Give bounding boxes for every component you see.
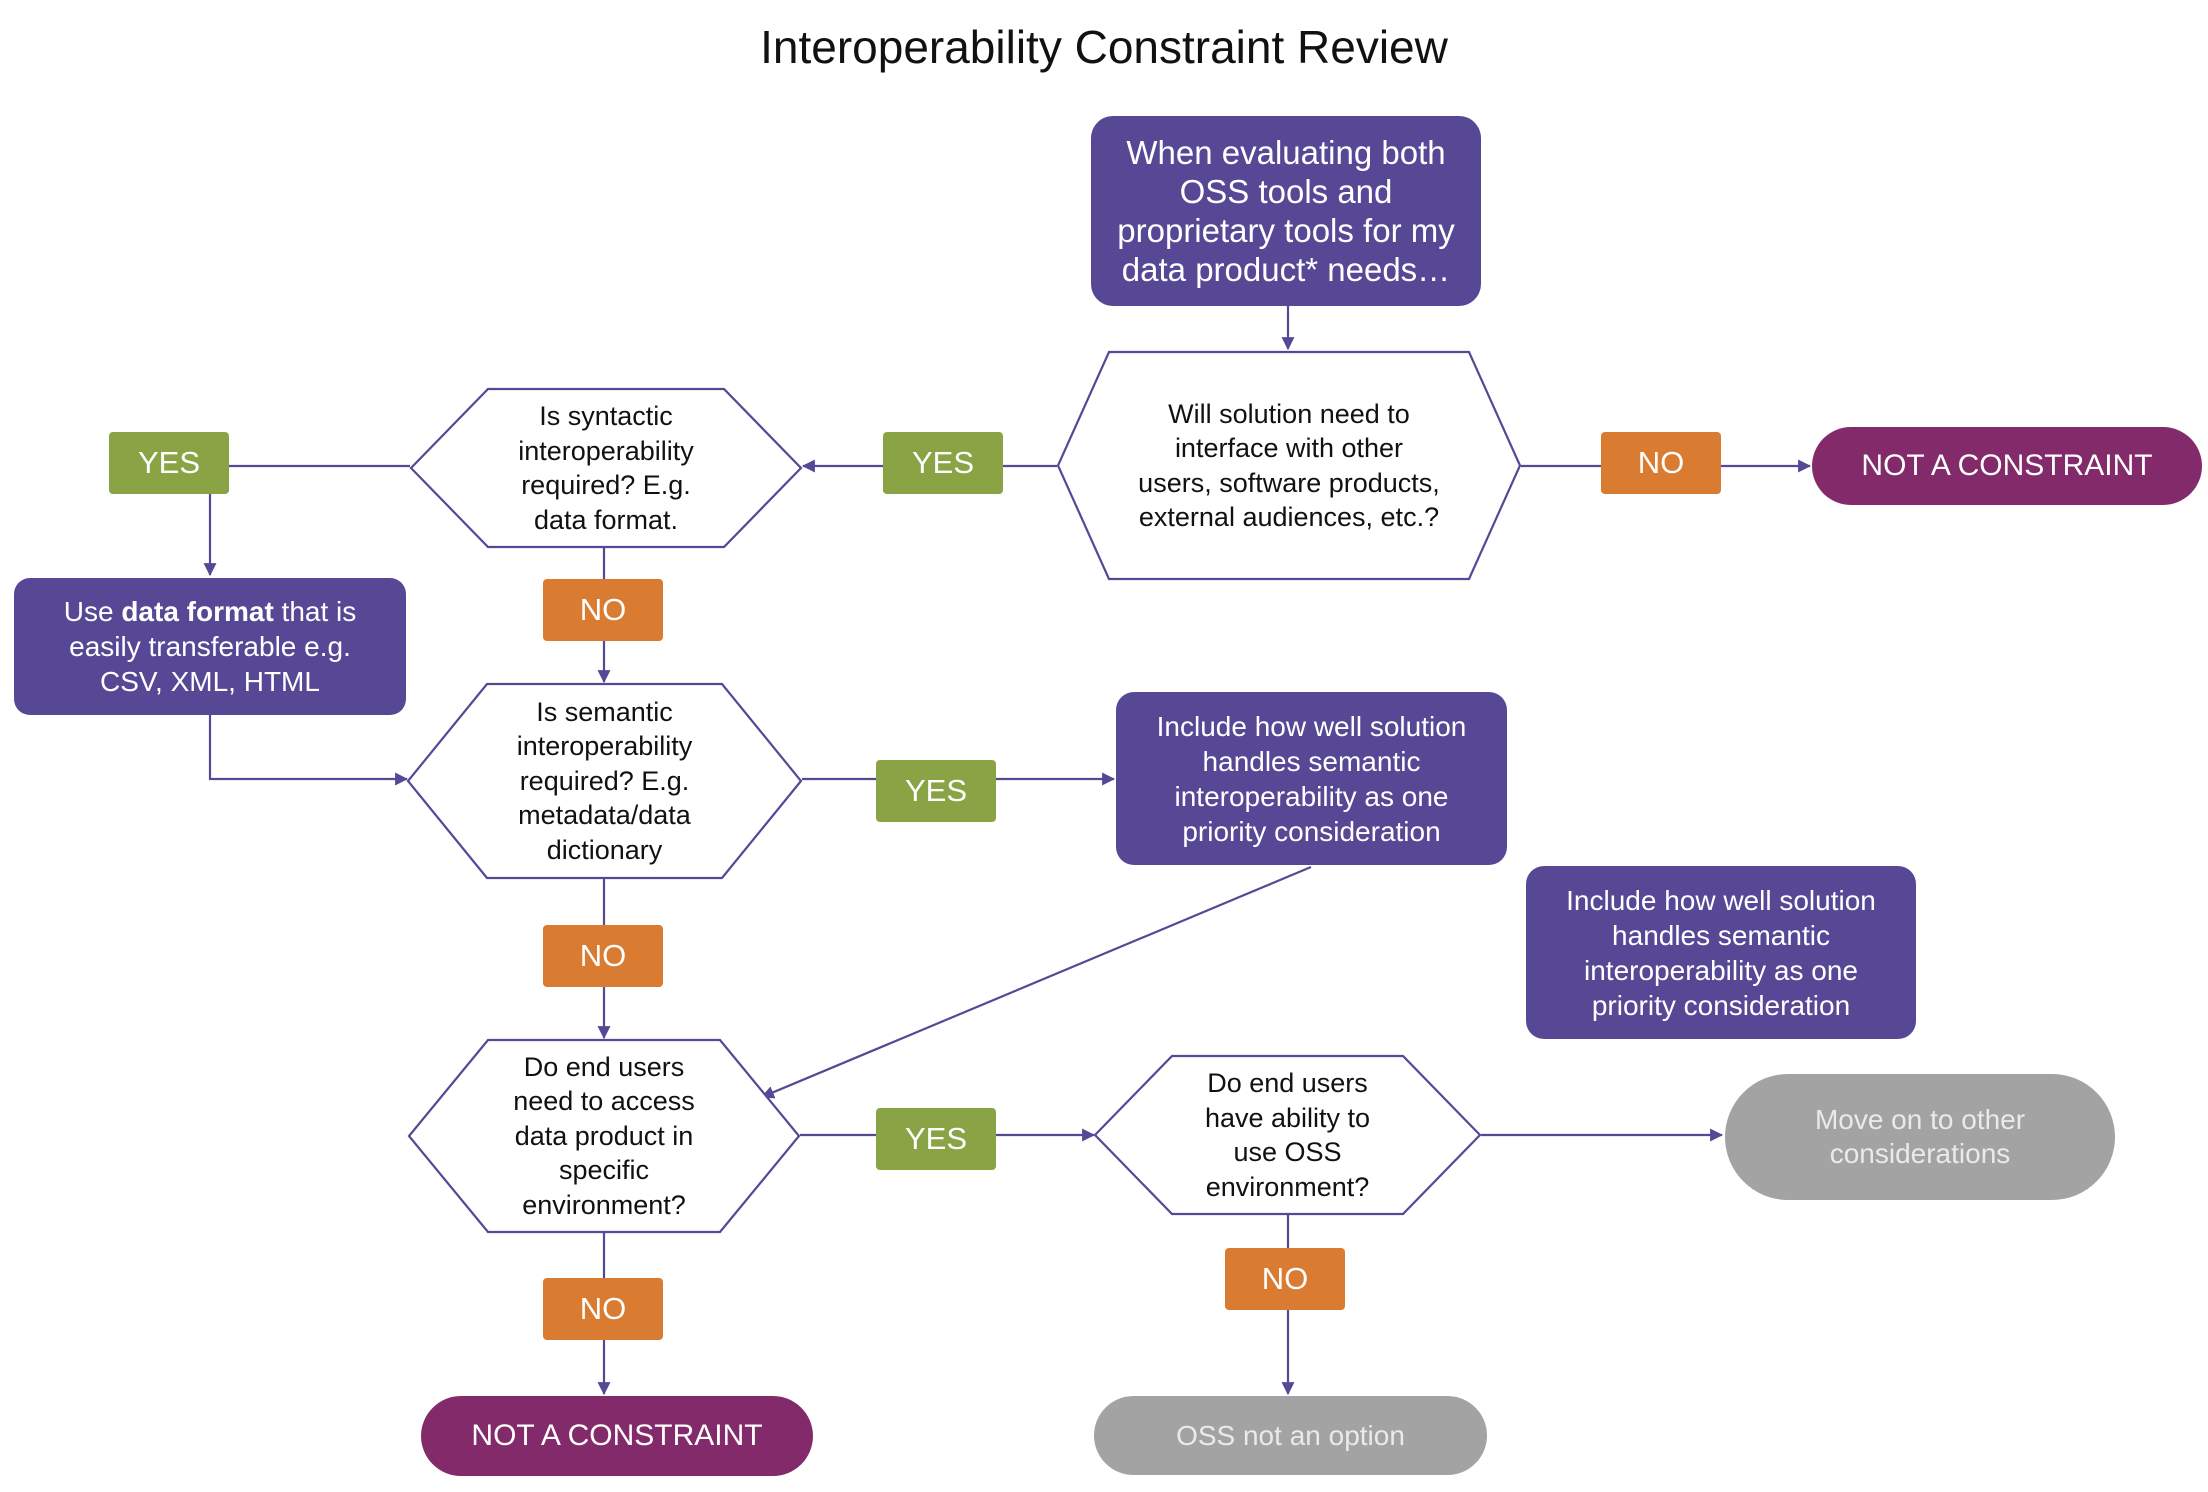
label-no-oss-ability: NO — [1225, 1248, 1345, 1310]
diagram-title: Interoperability Constraint Review — [760, 21, 1448, 73]
decision-shape — [406, 682, 803, 880]
label-yes-syntactic: YES — [109, 432, 229, 494]
decision-shape — [1093, 1054, 1482, 1216]
semantic-action-duplicate-box: Include how well solution handles semant… — [1526, 866, 1916, 1039]
label-yes-syntactic-text: YES — [137, 445, 201, 480]
label-no-syntactic: NO — [543, 579, 663, 641]
terminal-move-on: Move on to other considerations — [1725, 1074, 2115, 1200]
data-format-emphasis: data format — [121, 596, 274, 627]
terminal-not-a-constraint-top-text: NOT A CONSTRAINT — [1861, 449, 2153, 482]
label-no-oss-ability-text: NO — [1261, 1261, 1309, 1296]
decision-shape — [407, 1038, 801, 1234]
decision-oss-ability-text: Do end users have ability to use OSS env… — [1204, 1068, 1371, 1202]
start-box-text: When evaluating both OSS tools and propr… — [1117, 134, 1455, 288]
label-no-environment: NO — [543, 1278, 663, 1340]
decision-shape — [409, 387, 803, 549]
semantic-action-text: Include how well solution handles semant… — [1156, 710, 1467, 847]
label-no-semantic-text: NO — [579, 938, 627, 973]
terminal-move-on-text: Move on to other considerations — [1814, 1104, 2026, 1169]
data-format-action-box: Use data format that is easily transfera… — [14, 578, 406, 715]
start-box: When evaluating both OSS tools and propr… — [1091, 116, 1481, 306]
terminal-not-a-constraint-bottom-text: NOT A CONSTRAINT — [471, 1419, 763, 1452]
terminal-oss-not-an-option: OSS not an option — [1094, 1396, 1487, 1475]
label-no-interface-text: NO — [1637, 445, 1685, 480]
decision-syntactic-text: Is syntactic interoperability required? … — [518, 401, 694, 535]
decision-oss-ability: Do end users have ability to use OSS env… — [1093, 1054, 1482, 1216]
data-format-suffix: that is easily transferable e.g. CSV, XM… — [69, 596, 357, 697]
label-yes-interface-text: YES — [911, 445, 975, 480]
decision-environment-text: Do end users need to access data product… — [513, 1051, 695, 1220]
decision-syntactic: Is syntactic interoperability required? … — [409, 387, 803, 549]
decision-semantic: Is semantic interoperability required? E… — [406, 682, 803, 880]
semantic-action-duplicate-text: Include how well solution handles semant… — [1566, 884, 1876, 1021]
label-no-semantic: NO — [543, 925, 663, 987]
connector-format-to-semantic — [208, 715, 409, 786]
label-yes-environment-text: YES — [904, 1121, 968, 1156]
label-yes-semantic-text: YES — [904, 773, 968, 808]
terminal-not-a-constraint-bottom: NOT A CONSTRAINT — [421, 1396, 813, 1476]
decision-interface-text: Will solution need to interface with oth… — [1138, 398, 1440, 533]
label-no-environment-text: NO — [579, 1291, 627, 1326]
label-yes-environment: YES — [876, 1108, 996, 1170]
decision-semantic-text: Is semantic interoperability required? E… — [516, 696, 693, 865]
label-yes-semantic: YES — [876, 760, 996, 822]
decision-shape — [1056, 350, 1522, 581]
terminal-not-a-constraint-top: NOT A CONSTRAINT — [1812, 427, 2202, 505]
decision-environment: Do end users need to access data product… — [407, 1038, 801, 1234]
data-format-action-text: Use data format that is easily transfera… — [36, 594, 384, 699]
label-no-interface: NO — [1601, 432, 1721, 494]
semantic-action-box: Include how well solution handles semant… — [1116, 692, 1507, 865]
data-format-prefix: Use — [63, 596, 122, 627]
terminal-oss-not-an-option-text: OSS not an option — [1176, 1419, 1405, 1451]
connector-syntactic-yes — [203, 464, 410, 577]
label-yes-interface: YES — [883, 432, 1003, 494]
decision-interface: Will solution need to interface with oth… — [1056, 350, 1522, 581]
label-no-syntactic-text: NO — [579, 592, 627, 627]
